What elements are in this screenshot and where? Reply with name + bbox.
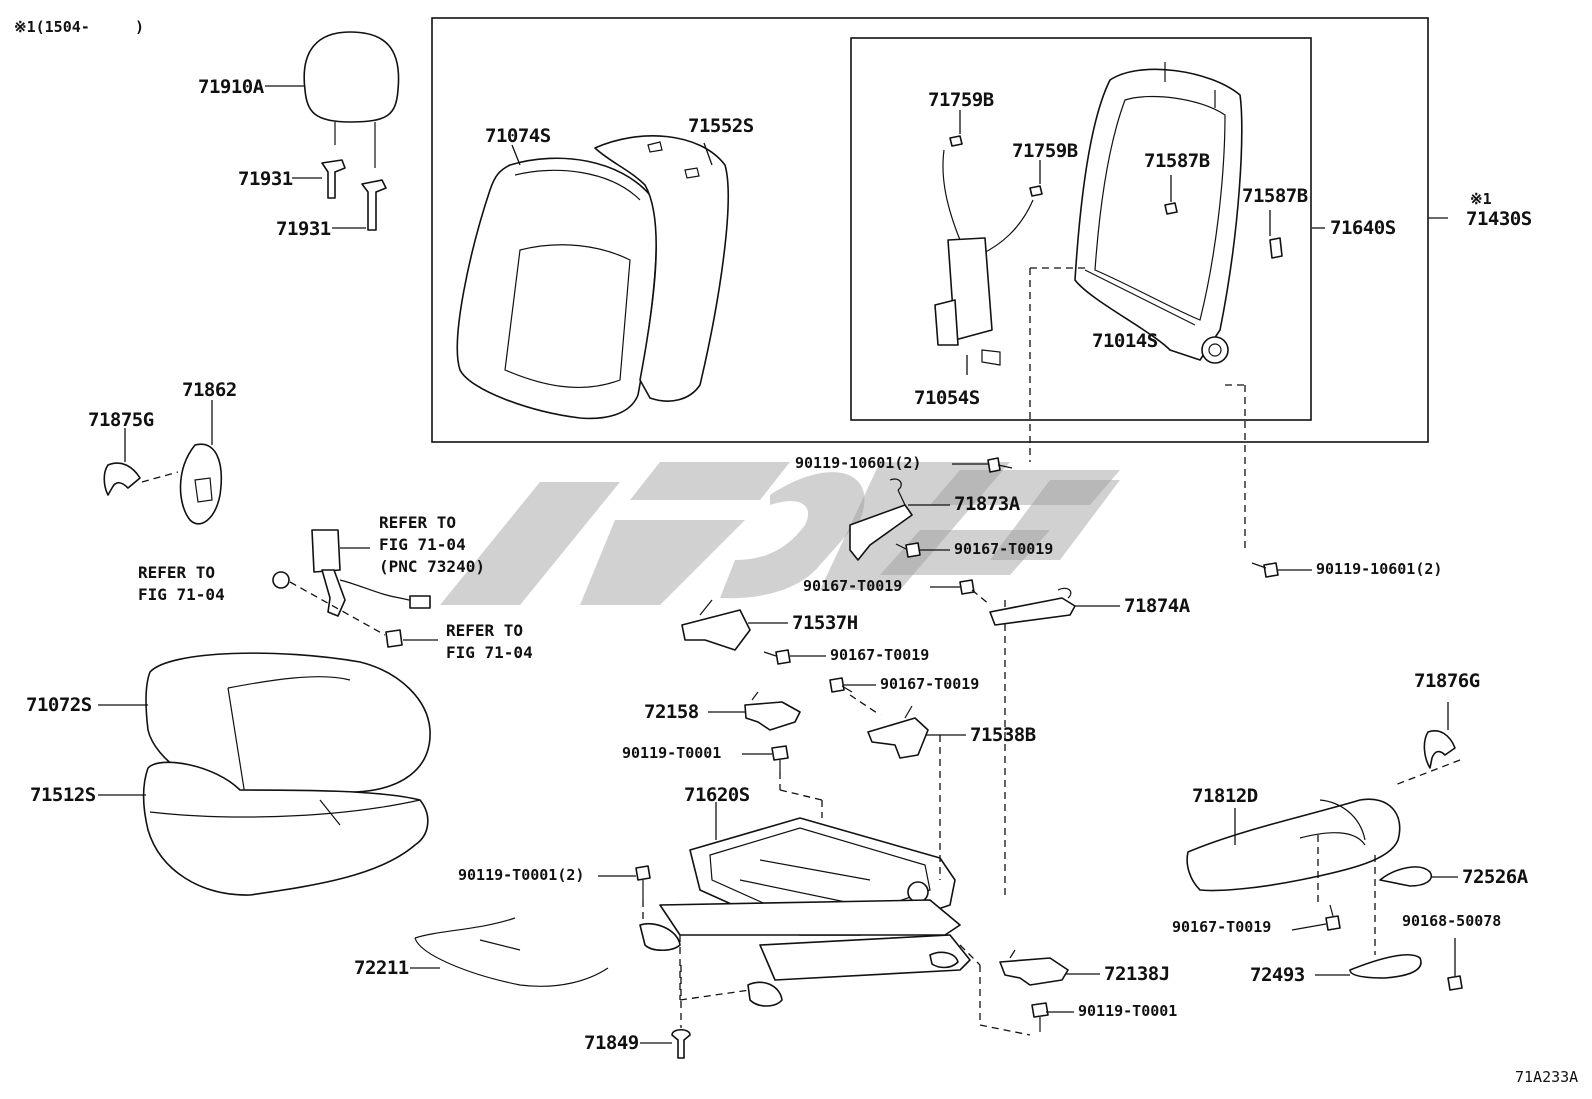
label-71931-a[interactable]: 71931 — [238, 168, 293, 190]
label-71931-b[interactable]: 71931 — [276, 218, 331, 240]
label-72138j[interactable]: 72138J — [1104, 963, 1170, 985]
side-cover-cap-left — [103, 462, 141, 496]
seatback-frame-subframe — [850, 37, 1312, 421]
label-71512s[interactable]: 71512S — [30, 784, 96, 806]
label-72211[interactable]: 72211 — [354, 957, 409, 979]
recliner-lever-knob-72526a — [1379, 866, 1432, 887]
lever-72493 — [1349, 954, 1422, 979]
label-90167-t0019-a[interactable]: 90167-T0019 — [954, 540, 1054, 558]
series-note: ※1(1504- ) — [14, 18, 144, 36]
seat-side-shield-upper — [179, 443, 222, 525]
bolt-90119-t0001-lower — [1031, 1002, 1049, 1032]
label-90119-10601-b[interactable]: 90119-10601(2) — [1316, 560, 1443, 578]
buckle-anchor-cover — [385, 629, 403, 648]
side-cover-cap-right — [1423, 730, 1456, 769]
screw-90167-c — [763, 649, 791, 665]
screw-90167-a — [895, 542, 921, 558]
watermark-logo — [440, 462, 1120, 605]
bolt-90119-t0001-pair — [635, 865, 651, 900]
label-72493[interactable]: 72493 — [1250, 964, 1305, 986]
label-71072s[interactable]: 71072S — [26, 694, 92, 716]
label-90119-10601-a[interactable]: 90119-10601(2) — [795, 454, 922, 472]
label-71812d[interactable]: 71812D — [1192, 785, 1258, 807]
label-71875g[interactable]: 71875G — [88, 409, 154, 431]
screw-90167-d — [829, 677, 853, 693]
label-71054s[interactable]: 71054S — [914, 387, 980, 409]
seat-cushion-pad — [142, 761, 429, 896]
label-90168-50078[interactable]: 90168-50078 — [1402, 912, 1502, 930]
track-cover-72138j — [999, 949, 1069, 986]
label-71587b-b[interactable]: 71587B — [1242, 185, 1308, 207]
screw-90168-50078 — [1447, 975, 1463, 991]
label-71537h[interactable]: 71537H — [792, 612, 858, 634]
label-90167-t0019-b[interactable]: 90167-T0019 — [803, 577, 903, 595]
label-72158[interactable]: 72158 — [644, 701, 699, 723]
seatback-pad — [456, 157, 658, 420]
figure-code: 71A233A — [1515, 1068, 1579, 1086]
headrest-support-rear — [361, 179, 387, 231]
lumbar-support-plate — [934, 135, 1043, 366]
label-90119-t0001-a[interactable]: 90119-T0001 — [622, 744, 722, 762]
headrest-support-front — [321, 159, 346, 199]
recliner-cover-71873a — [849, 478, 913, 561]
bolt-71849 — [671, 1028, 691, 1059]
seatback-assembly-frame — [431, 17, 1429, 443]
label-71014s[interactable]: 71014S — [1092, 330, 1158, 352]
recliner-cover-71874a — [989, 587, 1076, 626]
recliner-inner-cover-71538b — [867, 705, 929, 759]
seat-track-adjuster — [639, 817, 971, 1007]
label-71430s[interactable]: 71430S — [1466, 208, 1532, 230]
seat-cushion-shield-71812d — [1186, 798, 1401, 892]
refer-note-bolt: REFER TO FIG 71-04 — [138, 563, 225, 604]
label-90119-t0001-b[interactable]: 90119-T0001(2) — [458, 866, 585, 884]
label-71538b[interactable]: 71538B — [970, 724, 1036, 746]
label-71874a[interactable]: 71874A — [1124, 595, 1190, 617]
headrest — [303, 31, 400, 168]
label-71873a[interactable]: 71873A — [954, 493, 1020, 515]
seat-cushion-cover — [145, 652, 431, 796]
label-71430s-note: ※1 — [1470, 190, 1492, 208]
screw-90167-e — [1325, 904, 1341, 931]
label-90119-t0001-c[interactable]: 90119-T0001 — [1078, 1002, 1178, 1020]
seatback-cover — [594, 135, 729, 402]
label-71620s[interactable]: 71620S — [684, 784, 750, 806]
recliner-release-cover-72158 — [744, 691, 801, 731]
seatback-frame — [1074, 62, 1283, 364]
seat-belt-buckle — [311, 529, 431, 617]
label-72526a[interactable]: 72526A — [1462, 866, 1528, 888]
label-71759b-a[interactable]: 71759B — [928, 89, 994, 111]
recliner-inner-cover-71537h — [681, 599, 751, 651]
seat-cushion-wire — [414, 917, 609, 987]
label-90167-t0019-c[interactable]: 90167-T0019 — [830, 646, 930, 664]
label-71074s[interactable]: 71074S — [485, 125, 551, 147]
label-90167-t0019-e[interactable]: 90167-T0019 — [1172, 918, 1272, 936]
buckle-bolt — [272, 571, 290, 589]
refer-note-anchor: REFER TO FIG 71-04 — [446, 621, 533, 662]
screw-90167-b — [959, 579, 975, 595]
refer-note-belt: REFER TO FIG 71-04 (PNC 73240) — [379, 513, 485, 576]
label-71910a[interactable]: 71910A — [198, 76, 264, 98]
label-71552s[interactable]: 71552S — [688, 115, 754, 137]
bolt-90119-10601-right — [1251, 562, 1279, 578]
label-71640s[interactable]: 71640S — [1330, 217, 1396, 239]
bolt-90119-t0001-upper — [771, 745, 789, 772]
label-71862[interactable]: 71862 — [182, 379, 237, 401]
label-71876g[interactable]: 71876G — [1414, 670, 1480, 692]
bolt-90119-10601-upper — [987, 457, 1013, 473]
label-71759b-b[interactable]: 71759B — [1012, 140, 1078, 162]
label-90167-t0019-d[interactable]: 90167-T0019 — [880, 675, 980, 693]
label-71849[interactable]: 71849 — [584, 1032, 639, 1054]
label-71587b-a[interactable]: 71587B — [1144, 150, 1210, 172]
